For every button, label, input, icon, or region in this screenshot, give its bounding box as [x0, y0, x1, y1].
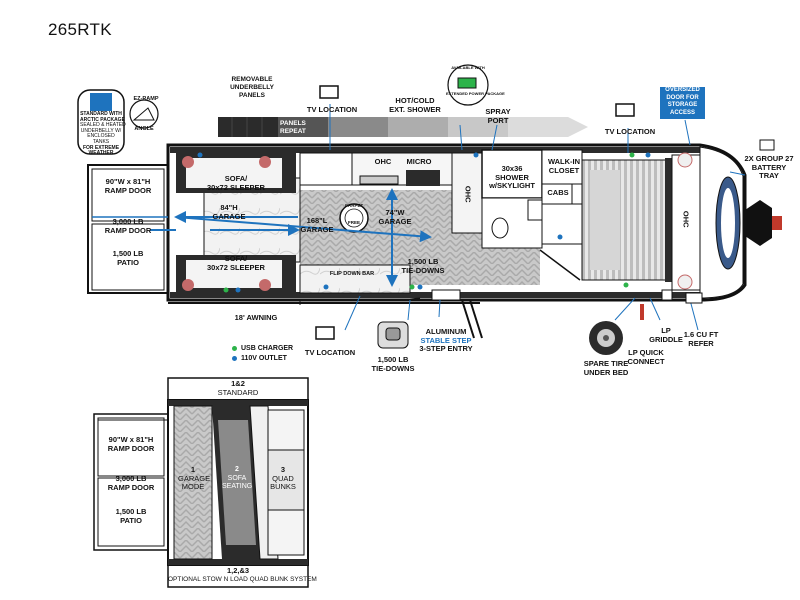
lp-griddle-shape	[640, 304, 644, 320]
ez-ramp-shape	[129, 99, 159, 129]
sofa-bottom-label: SOFA/30x72 SLEEPER	[207, 254, 265, 272]
legend-outlet: 110V OUTLET	[232, 355, 287, 362]
sofa-top-label: SOFA/30x72 SLEEPER	[207, 174, 265, 192]
power-badge-top-label: AVAILABLE WITH	[451, 65, 485, 70]
ez-ramp-angle-label: ANGLE	[134, 126, 154, 132]
awning-label: 18' AWNING	[234, 313, 278, 322]
usb-dot-icon	[232, 346, 237, 351]
tv-icon-top	[319, 85, 339, 99]
flip-down-bar-label: FLIP DOWN BAR	[329, 271, 375, 277]
tv-location-bottom-label: TV LOCATION	[304, 348, 356, 357]
model-title: 265RTK	[48, 20, 112, 39]
ez-ramp-label: EZ-RAMP	[133, 96, 159, 102]
outlet-dot-icon	[232, 356, 237, 361]
power-badge-shape	[447, 64, 489, 106]
ohc-side-label: OHC	[463, 185, 473, 203]
underbelly-panel-band	[218, 117, 588, 137]
usb-legend-text: USB CHARGER	[241, 345, 294, 352]
callout-lines	[329, 104, 746, 331]
micro-label: MICRO	[406, 157, 432, 166]
spare-tire-icon	[589, 321, 623, 355]
outlet-legend-text: 110V OUTLET	[241, 355, 287, 362]
tie-down-icon	[377, 321, 409, 349]
arctic-badge-shape	[77, 89, 125, 155]
legend-usb: USB CHARGER	[232, 345, 293, 352]
tv-location-top-label: TV LOCATION	[306, 105, 358, 114]
ohc-bedroom-label: OHC	[681, 210, 691, 228]
inset-drawing	[93, 377, 309, 588]
storage-door-label-box	[660, 87, 705, 119]
ohc-kitchen-label: OHC	[374, 157, 392, 166]
tv-icon-bottom	[315, 326, 335, 340]
trailer-body	[87, 139, 782, 339]
cabs-label: CABS	[547, 188, 569, 197]
power-badge-bottom-label: EXTENDED POWER PACKAGE	[446, 91, 505, 96]
tv-location-right-label: TV LOCATION	[604, 127, 656, 136]
tv-icon-right	[615, 103, 635, 117]
